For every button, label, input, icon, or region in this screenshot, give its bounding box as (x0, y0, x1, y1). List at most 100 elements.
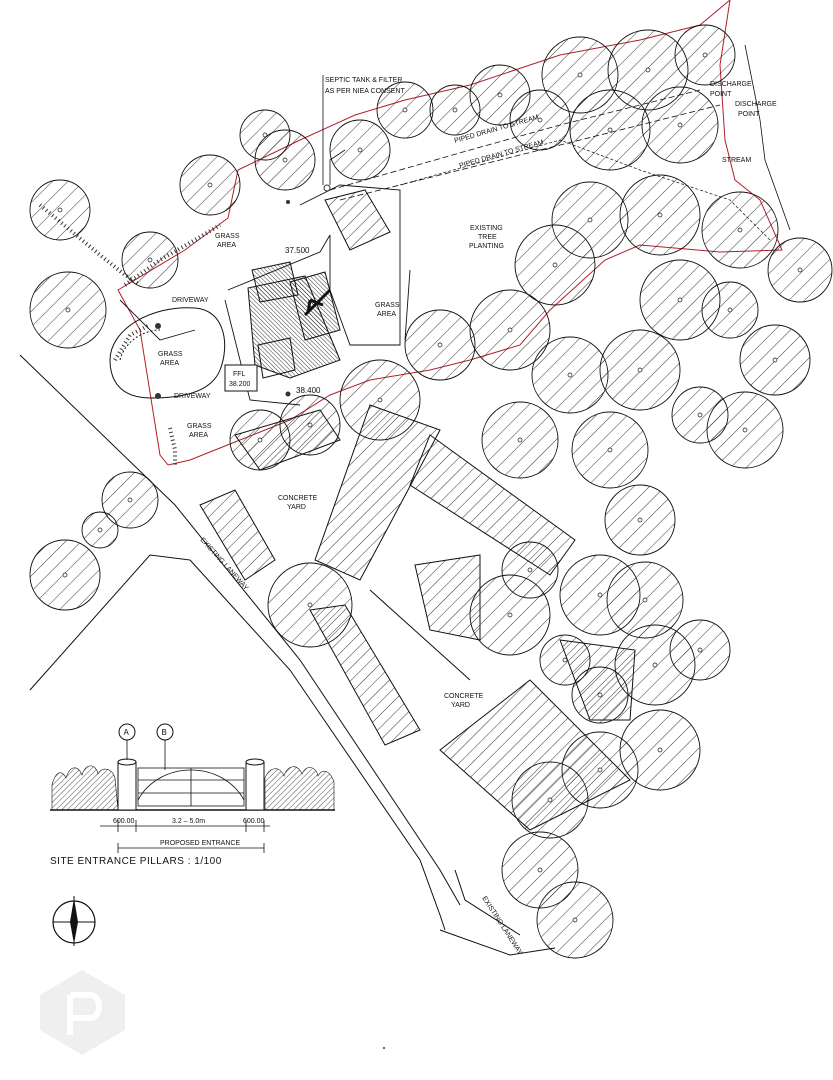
tree-trunk (697, 647, 703, 653)
driveway-turning-circle (109, 307, 226, 399)
laneway (19, 354, 556, 956)
gate (137, 767, 245, 807)
proposed-entrance-label: PROPOSED ENTRANCE (160, 840, 240, 847)
dim-left-label: 600.00 (113, 818, 135, 825)
tree-trunk (567, 372, 573, 378)
driveway-inner-curb (119, 329, 161, 361)
discharge-point-2-line1: DISCHARGE (735, 101, 777, 108)
tree-trunk (452, 107, 458, 113)
discharge-point-1-line1: DISCHARGE (710, 81, 752, 88)
tree-trunk (552, 262, 558, 268)
spot-level-37500: 37.500 (285, 246, 310, 255)
ffl-label: FFL (233, 371, 246, 378)
concrete-yard-2-line2: YARD (451, 702, 470, 709)
tree-trunk (147, 257, 153, 263)
driveway-lower-label: DRIVEWAY (174, 393, 211, 400)
tree-trunk (537, 867, 543, 873)
property-pal-watermark-icon (40, 970, 125, 1055)
stray-dot (383, 1047, 385, 1049)
north-arrow-icon (52, 896, 96, 946)
hedge-right (264, 766, 335, 811)
tree-trunk (307, 422, 313, 428)
tree-trunk (597, 692, 603, 698)
tree-trunk (652, 662, 658, 668)
piped-drain-label-2: PIPED DRAIN TO STREAM (459, 139, 545, 170)
discharge-point-1-line2: POINT (710, 91, 732, 98)
tree-trunk (62, 572, 68, 578)
dimension-lines (100, 820, 270, 853)
tree-trunk (497, 92, 503, 98)
tree-trunk (677, 122, 683, 128)
existing-laneway-label-2: EXISTING LANEWAY (480, 895, 523, 956)
tree-planting-boundary (399, 139, 771, 241)
grass-area-small-line2: AREA (189, 432, 208, 439)
tree-trunk (597, 592, 603, 598)
pillar-right (245, 761, 265, 811)
tree-trunk (282, 157, 288, 163)
tree-trunk (527, 567, 533, 573)
tree-trunk (357, 147, 363, 153)
hedge-left (51, 765, 119, 811)
spot-level-38400: 38.400 (296, 386, 321, 395)
tree-trunk (307, 602, 313, 608)
tree-trunk (537, 117, 543, 123)
existing-tree-line1: EXISTING (470, 225, 503, 232)
tree-trunk (437, 342, 443, 348)
tree-trunk (207, 182, 213, 188)
concrete-yard-2-line1: CONCRETE (444, 693, 484, 700)
tree-trunk (57, 207, 63, 213)
tree-trunk (797, 267, 803, 273)
tree-trunk (645, 67, 651, 73)
grass-area-mid-line1: GRASS (158, 351, 183, 358)
tree-trunk (97, 527, 103, 533)
tree-trunk (577, 72, 583, 78)
tree-trunk (127, 497, 133, 503)
septic-label-line2: AS PER NIEA CONSENT (325, 88, 405, 95)
ffl-value: 38.200 (229, 381, 251, 388)
tree-trunk (402, 107, 408, 113)
proposed-dwelling (224, 261, 341, 392)
tree-trunk (637, 367, 643, 373)
pillar-a-label: A (124, 728, 130, 737)
tree-trunk (607, 127, 613, 133)
tree-trunk (702, 52, 708, 58)
tree-trunk (772, 357, 778, 363)
dim-right-label: 600.00 (243, 818, 265, 825)
dim-gate-label: 3.2 – 5.0m (172, 818, 205, 825)
pillar-b-label: B (162, 728, 167, 737)
stream-label: STREAM (722, 157, 751, 164)
grass-area-top-line1: GRASS (215, 233, 240, 240)
existing-tree-line2: TREE (478, 234, 497, 241)
concrete-yard-1-line2: YARD (287, 504, 306, 511)
driveway-upper-label: DRIVEWAY (172, 297, 209, 304)
tree-trunk (637, 517, 643, 523)
tree-trunk (697, 412, 703, 418)
discharge-point-2-line2: POINT (738, 111, 760, 118)
septic-label-line1: SEPTIC TANK & FILTER (325, 77, 402, 84)
tree-trunk (572, 917, 578, 923)
tree-trunk (642, 597, 648, 603)
existing-tree-line3: PLANTING (469, 243, 504, 250)
tree-trunk (257, 437, 263, 443)
tree-trunk (677, 297, 683, 303)
tree-trunk (597, 767, 603, 773)
tree-trunk (65, 307, 71, 313)
tree-trunk (507, 327, 513, 333)
tree-trunk (727, 307, 733, 313)
tree-trunk (507, 612, 513, 618)
tree-trunk (262, 132, 268, 138)
site-layout-lines (119, 184, 411, 406)
site-entrance-title: SITE ENTRANCE PILLARS : 1/100 (50, 856, 222, 867)
tree-trunk (517, 437, 523, 443)
tree-trunk (742, 427, 748, 433)
grass-area-small-line1: GRASS (187, 423, 212, 430)
grass-area-right-line2: AREA (377, 311, 396, 318)
tree-trunk (607, 447, 613, 453)
tree-trunk (587, 217, 593, 223)
entrance-pillars-elevation: A B 600.00 600.00 3.2 – 5.0m PROPOSED EN… (50, 723, 335, 867)
grass-area-mid-line2: AREA (160, 360, 179, 367)
tree-trunk (657, 747, 663, 753)
tree-trunk (737, 227, 743, 233)
